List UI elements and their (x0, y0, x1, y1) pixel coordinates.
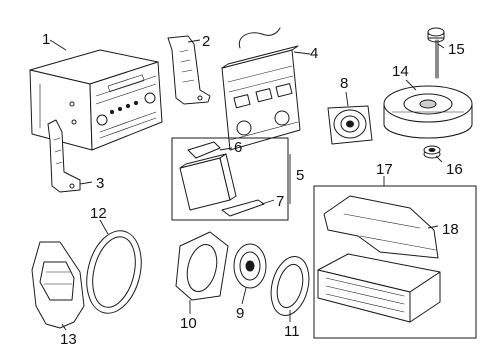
leader-lines (49, 39, 445, 331)
module-bracket (187, 141, 265, 217)
callout-6: 6 (234, 139, 242, 156)
callout-4: 4 (310, 45, 318, 62)
amplifier (317, 253, 441, 323)
control-module (179, 153, 237, 211)
speaker-ring (270, 256, 310, 316)
speaker-grille (31, 241, 85, 329)
callout-8: 8 (340, 75, 348, 92)
callout-16: 16 (446, 161, 463, 178)
callout-3: 3 (96, 175, 104, 192)
callout-18: 18 (442, 221, 459, 238)
speaker-9 (233, 243, 267, 289)
group-box-17 (313, 185, 477, 339)
callout-2: 2 (202, 33, 210, 50)
callout-labels: 1 2 3 4 5 6 7 8 9 10 11 12 13 14 15 16 1… (42, 31, 465, 348)
callout-17: 17 (376, 161, 393, 178)
radio-bracket-left (47, 119, 81, 193)
callout-12: 12 (90, 205, 107, 222)
subwoofer (383, 85, 473, 139)
callout-10: 10 (180, 315, 197, 332)
speaker-bracket (175, 231, 229, 301)
speaker-8 (327, 105, 373, 145)
radio-head-unit (29, 49, 163, 151)
callout-5: 5 (296, 167, 304, 184)
nut (423, 145, 441, 159)
speaker-gasket (86, 230, 142, 314)
callout-15: 15 (448, 41, 465, 58)
callout-1: 1 (42, 31, 50, 48)
radio-bracket-right (167, 35, 211, 105)
callout-11: 11 (284, 323, 300, 340)
callout-7: 7 (276, 193, 284, 210)
control-panel (221, 27, 301, 151)
callout-13: 13 (60, 331, 77, 348)
amplifier-bracket (323, 195, 439, 259)
callout-14: 14 (392, 63, 409, 80)
callout-9: 9 (236, 305, 244, 322)
bolt (427, 27, 445, 79)
group-box-5 (171, 137, 289, 221)
